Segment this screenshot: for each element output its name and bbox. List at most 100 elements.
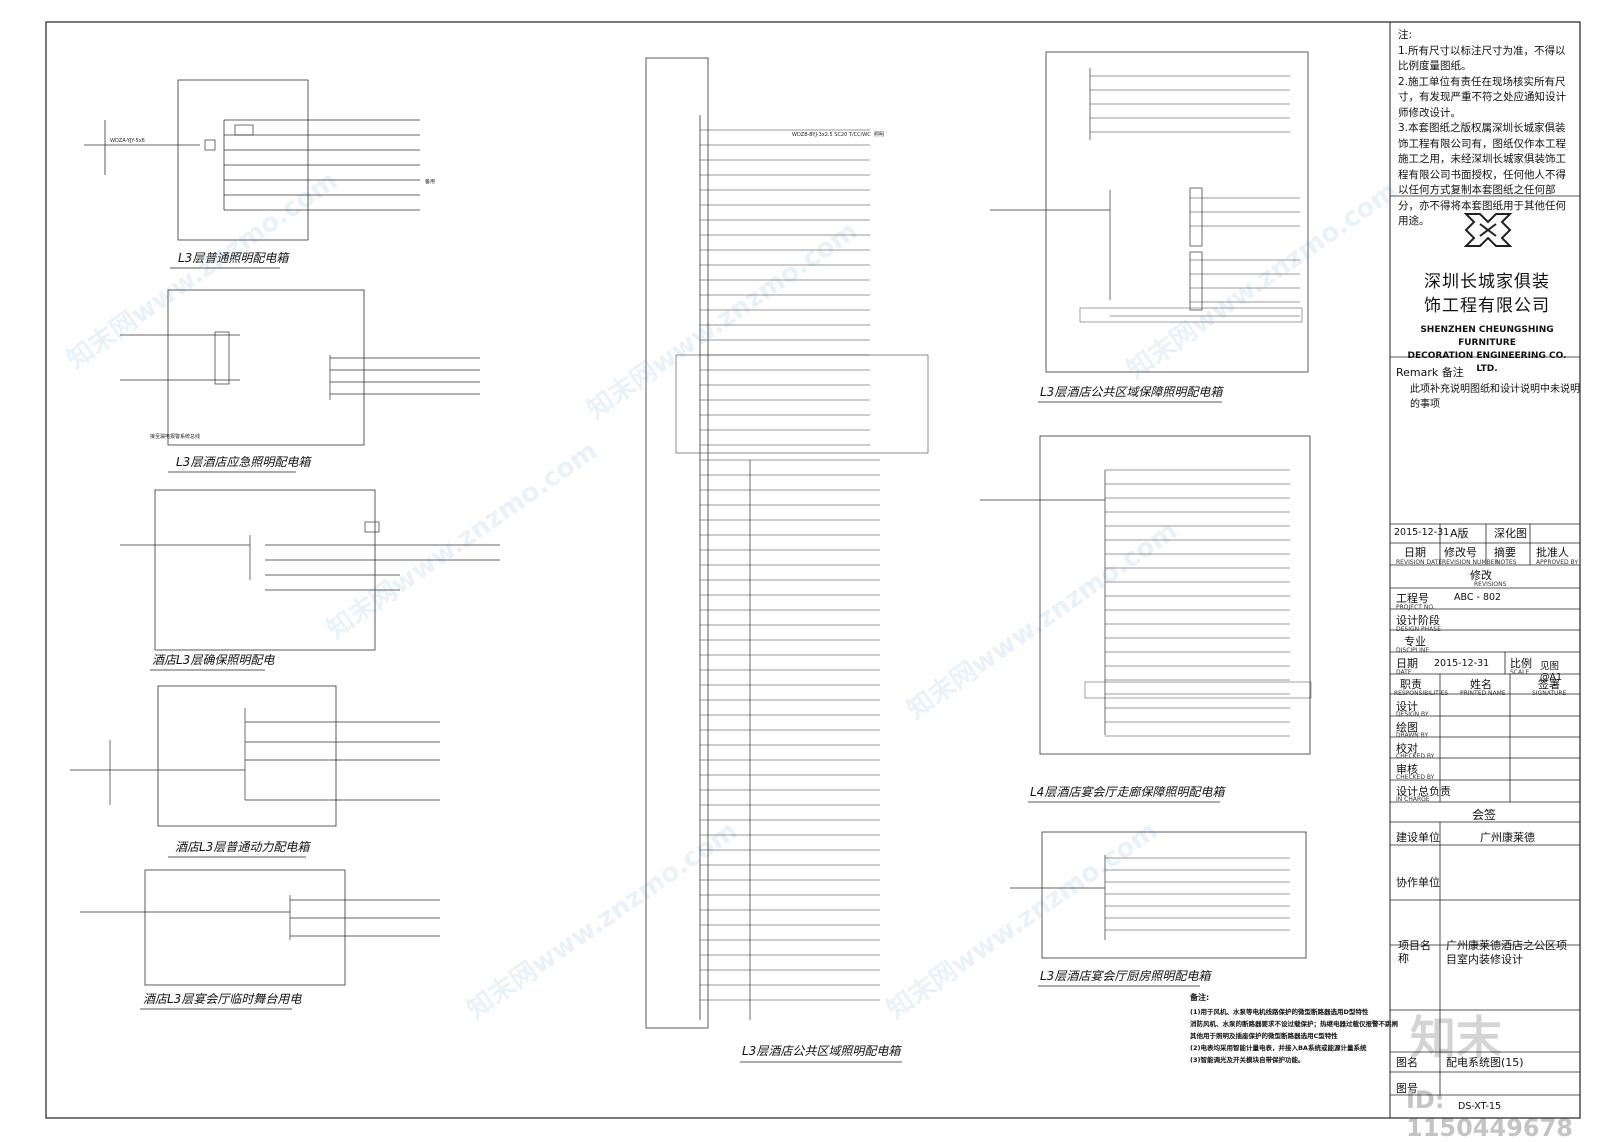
panel2-title: L3层酒店应急照明配电箱	[176, 455, 312, 469]
checked-label: 校对	[1396, 742, 1418, 755]
drawn-label: 绘图	[1396, 721, 1418, 734]
resp-label: 职责	[1400, 678, 1422, 691]
rev-date: 2015-12-31	[1394, 527, 1450, 538]
project-no-label-en: PROJECT NO.	[1396, 604, 1435, 611]
name-label-en: PRINTED NAME	[1460, 690, 1506, 697]
design-label-en: DESIGN BY	[1396, 711, 1429, 718]
phase-label: 设计阶段	[1396, 614, 1440, 627]
col-date-en: REVISION DATE	[1396, 559, 1443, 566]
company-en-line1: SHENZHEN CHEUNGSHING FURNITURE	[1420, 325, 1554, 348]
scale-label-en: SCALE	[1510, 669, 1530, 676]
panel4-title: 酒店L3层普通动力配电箱	[175, 840, 311, 854]
drawing-name: 配电系统图(15)	[1446, 1056, 1524, 1069]
company-name-cn: 深圳长城家俱装 饰工程有限公司	[1396, 270, 1578, 318]
company-cn-line2: 饰工程有限公司	[1424, 296, 1550, 316]
approved-label: 审核	[1396, 763, 1418, 776]
company-cn-line1: 深圳长城家俱装	[1424, 272, 1550, 292]
panel-l3-banquet-kitchen: L3层酒店宴会厅厨房照明配电箱	[1010, 831, 1307, 987]
legend-line-1: (1)用于风机、水泵等电机线路保护的微型断路器选用D型特性	[1190, 1007, 1369, 1016]
panel-l3-public-area-lighting: L3层酒店公共区域照明配电箱 WDZB-BYJ-3x2.5 SC20 T/CC/…	[645, 57, 929, 1063]
col-desc-en: NOTES	[1496, 559, 1517, 566]
legend-notes: 备注: (1)用于风机、水泵等电机线路保护的微型断路器选用D型特性 消防风机、水…	[1189, 992, 1399, 1064]
note-3: 3.本套图纸之版权属深圳长城家俱装饰工程有限公司有，图纸仅作本工程施工之用，未经…	[1398, 122, 1566, 227]
drawing-no: DS-XT-15	[1458, 1101, 1502, 1112]
company-en-line2: DECORATION ENGINEERING CO. LTD.	[1407, 351, 1567, 374]
panel6-title: L3层酒店公共区域照明配电箱	[742, 1044, 902, 1058]
panel6-lighting: 照明	[874, 132, 884, 138]
legend-line-3: 其他用于照明及插座保护的微型断路器选用C型特性	[1190, 1031, 1338, 1040]
date-value: 2015-12-31	[1434, 658, 1490, 669]
notes-title: 注:	[1398, 29, 1413, 41]
remark-heading: Remark 备注	[1396, 366, 1464, 379]
panel7-title: L3层酒店公共区域保障照明配电箱	[1040, 385, 1224, 399]
date-label-en: DATE	[1396, 669, 1412, 676]
scale-label: 比例	[1510, 657, 1532, 670]
design-label: 设计	[1396, 700, 1418, 713]
note-2: 2.施工单位有责任在现场核实所有尺寸，有发现严重不符之处应通知设计师修改设计。	[1398, 75, 1566, 119]
discipline-label: 专业	[1404, 635, 1426, 648]
client-label: 建设单位	[1396, 831, 1440, 844]
panel9-title: L3层酒店宴会厅厨房照明配电箱	[1040, 969, 1212, 983]
col-desc: 摘要	[1494, 546, 1516, 559]
discipline-label-en: DISCIPLINE	[1396, 647, 1430, 654]
incharge-label: 设计总负责	[1396, 785, 1451, 798]
drawing-no-label: 图号	[1396, 1082, 1418, 1095]
legend-line-4: (2)电表均采用智能计量电表，并接入BA系统或能源计量系统	[1190, 1043, 1367, 1052]
remark-text: 此项补充说明图纸和设计说明中未说明的事项	[1410, 384, 1580, 410]
panel-l4-banquet-corridor: L4层酒店宴会厅走廊保障照明配电箱	[980, 435, 1312, 803]
title-block: 注: 1.所有尺寸以标注尺寸为准，不得以比例度量图纸。 2.施工单位有责任在现场…	[1392, 24, 1580, 1118]
col-approved: 批准人	[1536, 546, 1569, 559]
panel-l3-public-guaranteed: L3层酒店公共区域保障照明配电箱	[990, 51, 1309, 403]
company-logo-icon	[1463, 213, 1513, 247]
panel8-title: L4层酒店宴会厅走廊保障照明配电箱	[1030, 785, 1226, 799]
project-name: 广州康莱德酒店之公区项目室内装修设计	[1446, 939, 1567, 966]
project-name-label: 项目名称	[1398, 939, 1431, 965]
panel-l3-normal-power: 酒店L3层普通动力配电箱	[70, 685, 440, 858]
legend-line-5: (3)智能调光及开关模块自带保护功能。	[1190, 1055, 1304, 1064]
panel-l3-normal-lighting: L3层普通照明配电箱 WDZA-YJY-5x6 备用	[84, 79, 435, 269]
revisions-label: 修改	[1470, 569, 1492, 582]
drawing-name-label: 图名	[1396, 1056, 1418, 1069]
panel1-title: L3层普通照明配电箱	[178, 251, 290, 265]
company-name-en: SHENZHEN CHEUNGSHING FURNITURE DECORATIO…	[1396, 324, 1578, 376]
countersign-label: 会签	[1472, 808, 1497, 822]
sign-label-en: SIGNATURE	[1532, 690, 1567, 697]
panel6-circuit: WDZB-BYJ-3x2.5 SC20 T/CC/WC	[792, 132, 871, 138]
sheet-border	[45, 21, 1581, 1119]
phase-label-en: DESIGN PHASE	[1396, 626, 1441, 633]
rev-number: A版	[1450, 527, 1469, 540]
scale-value: 见图 @A1	[1540, 661, 1563, 683]
revisions-label-en: REVISIONS	[1474, 581, 1507, 588]
project-no-label: 工程号	[1396, 592, 1429, 605]
panel-l3-emergency-lighting: L3层酒店应急照明配电箱 接至漏电报警系统总线	[120, 289, 480, 473]
panel1-spare: 备用	[425, 178, 435, 185]
drawn-label-en: DRAWN BY	[1396, 732, 1429, 739]
col-approved-en: APPROVED BY	[1536, 559, 1579, 566]
name-label: 姓名	[1470, 678, 1492, 691]
cooperator-label: 协作单位	[1396, 876, 1440, 889]
general-notes: 注: 1.所有尺寸以标注尺寸为准，不得以比例度量图纸。 2.施工单位有责任在现场…	[1398, 28, 1576, 230]
sign-label: 签署	[1538, 678, 1560, 691]
panel-l3-temp-stage: 酒店L3层宴会厅临时舞台用电	[80, 869, 440, 1010]
panel2-link: 接至漏电报警系统总线	[150, 433, 200, 440]
date-label: 日期	[1396, 657, 1418, 670]
panel-l3-guaranteed-lighting: 酒店L3层确保照明配电	[120, 489, 500, 671]
col-rev: 修改号	[1444, 546, 1477, 559]
incharge-label-en: IN CHARGE	[1396, 796, 1430, 803]
rev-desc: 深化图	[1494, 527, 1527, 540]
resp-label-en: RESPONSIBILITIES	[1394, 690, 1449, 697]
project-no: ABC - 802	[1454, 592, 1502, 603]
col-rev-en: REVISION NUMBER	[1442, 559, 1499, 566]
client-name: 广州康莱德	[1480, 831, 1535, 844]
legend-line-2: 消防风机、水泵的断路器要求不设过载保护；热继电器过载仅报警不跳闸	[1190, 1019, 1399, 1028]
col-date: 日期	[1404, 546, 1426, 559]
legend-heading: 备注:	[1189, 992, 1209, 1002]
approved-label-en: CHECKED BY	[1396, 774, 1435, 781]
panel1-cable: WDZA-YJY-5x6	[110, 138, 145, 144]
panel3-title: 酒店L3层确保照明配电	[152, 653, 275, 667]
watermark-id: ID: 1150449678	[1406, 1086, 1573, 1142]
checked-label-en: CHECKED BY	[1396, 753, 1435, 760]
panel5-title: 酒店L3层宴会厅临时舞台用电	[143, 992, 302, 1006]
